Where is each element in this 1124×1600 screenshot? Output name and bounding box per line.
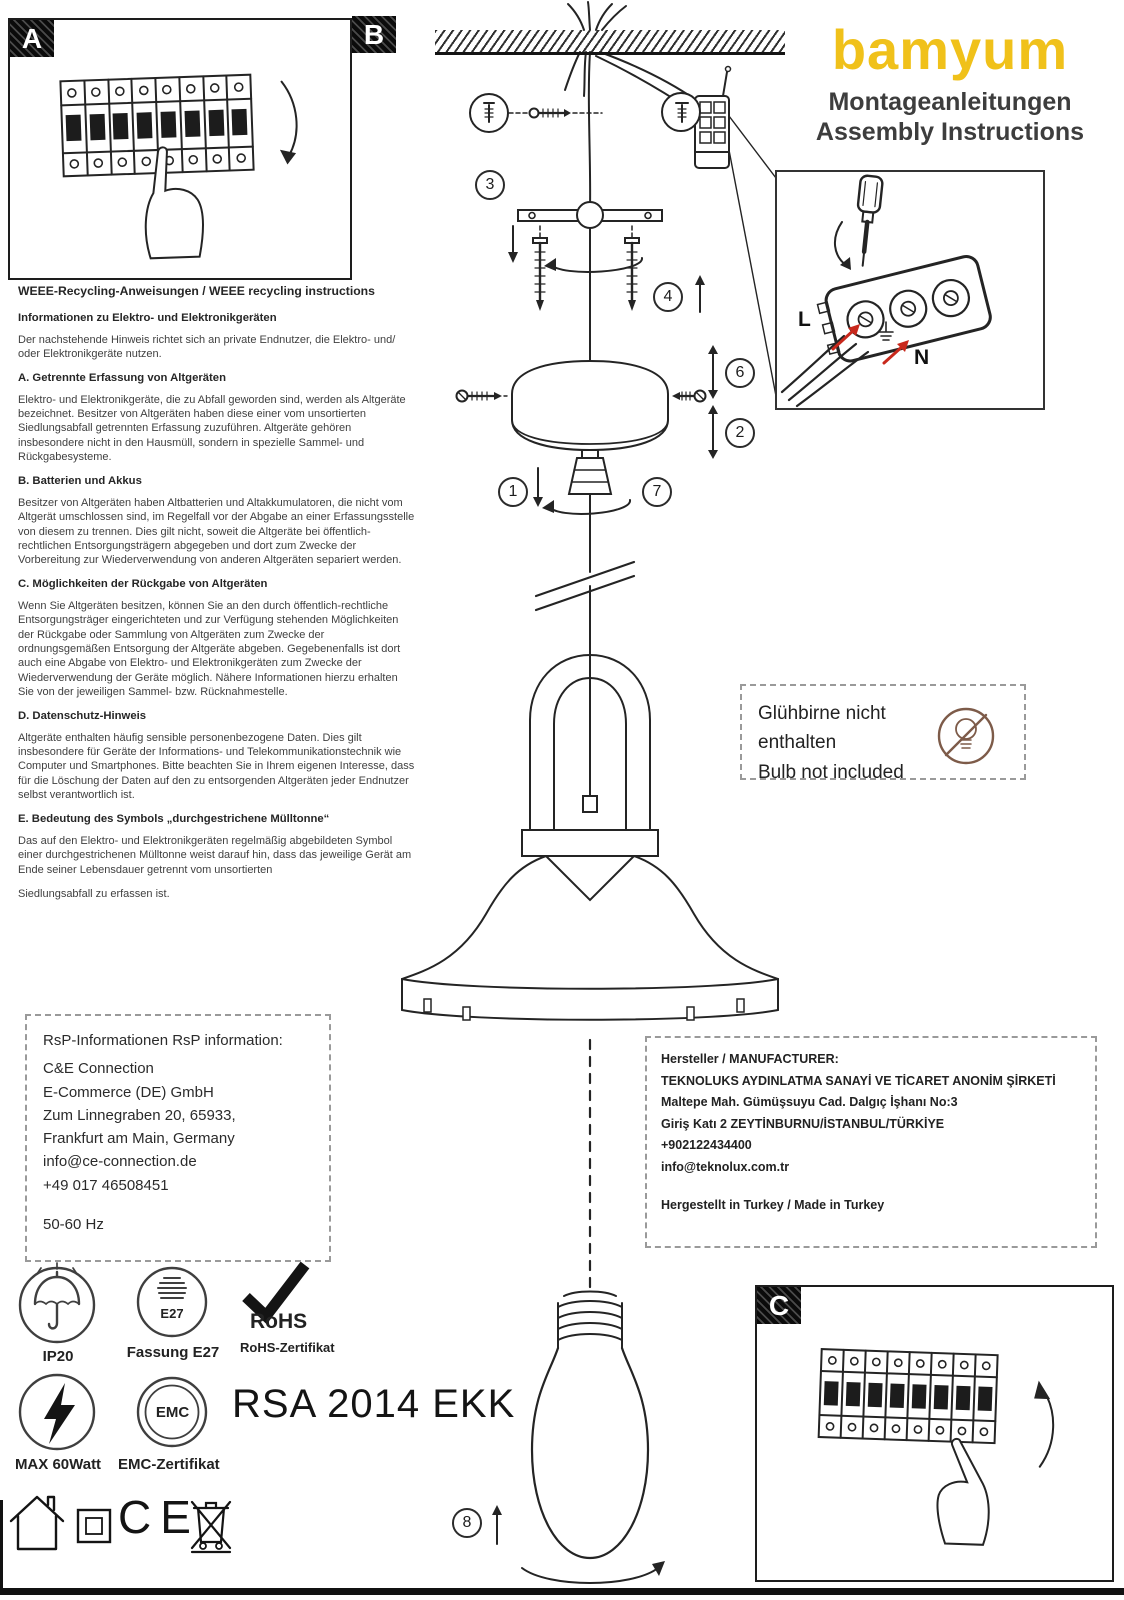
brand-logo: bamyum [831, 18, 1069, 81]
header-subtitle-en: Assembly Instructions [815, 117, 1085, 146]
cord-grip-icon [567, 449, 613, 495]
double-square-icon [76, 1508, 112, 1544]
e27-code-label: E27 [160, 1306, 184, 1321]
header-subtitle-de: Montageanleitungen [828, 88, 1072, 116]
mounting-bracket-icon [517, 201, 663, 229]
shade-handle-icon [521, 653, 659, 857]
manufacturer-line: TEKNOLUKS AYDINLATMA SANAYİ VE TİCARET A… [661, 1073, 1056, 1088]
breaker-panel-frame [755, 1285, 1114, 1582]
bulb-not-included-box: Glühbirne nicht enthalten Bulb not inclu… [740, 684, 1026, 783]
weee-intro-heading: Informationen zu Elektro- und Elektronik… [18, 311, 277, 324]
weee-heading-e: E. Bedeutung des Symbols „durchgestriche… [18, 813, 330, 826]
section-label-c: C [757, 1287, 801, 1324]
manufacturer-line: Giriş Katı 2 ZEYTİNBURNU/İSTANBUL/TÜRKİY… [661, 1116, 945, 1131]
weee-text-c: Wenn Sie Altgeräten besitzen, können Sie… [18, 600, 401, 698]
manufacturer-phone: +902122434400 [661, 1138, 752, 1152]
rohs-check-icon [242, 1261, 310, 1325]
emc-code-label: EMC [155, 1404, 190, 1421]
rsp-phone: +49 017 46508451 [43, 1176, 169, 1194]
section-label-b: B [352, 16, 396, 53]
step-2: 2 [725, 418, 755, 448]
screw-magnifier-icon [661, 92, 701, 132]
wire-label-n: N [914, 346, 930, 369]
weee-heading-b: B. Batterien und Akkus [18, 475, 142, 488]
mounting-screw-icon [532, 225, 548, 311]
page-left-border [0, 1500, 3, 1595]
max-watt-icon [18, 1373, 96, 1451]
rsp-frequency: 50-60 Hz [43, 1215, 104, 1233]
canopy-screw-icon [672, 389, 707, 403]
manufacturer-email: info@teknolux.com.tr [661, 1159, 790, 1174]
weee-heading-a: A. Getrennte Erfassung von Altgeräten [18, 372, 226, 385]
weee-heading-d: D. Datenschutz-Hinweis [18, 710, 147, 723]
page-bottom-border [0, 1588, 1124, 1595]
ceiling-canopy-icon [511, 359, 669, 452]
ip-rating-label: IP20 [42, 1348, 74, 1365]
max-watt-label: MAX 60Watt [14, 1456, 102, 1473]
weee-text-d: Altgeräte enthalten häufig sensible pers… [18, 731, 415, 802]
manufacturer-line: Maltepe Mah. Gümüşsuyu Cad. Dalgıç İşhan… [661, 1095, 958, 1109]
rsp-line: E-Commerce (DE) GmbH [43, 1083, 214, 1101]
rsp-line: Frankfurt am Main, Germany [43, 1130, 235, 1147]
model-number: RSA 2014 EKK [232, 1382, 516, 1426]
rohs-title: RoHS [250, 1310, 308, 1333]
rsp-line: C&E Connection [43, 1060, 154, 1078]
terminal-connector-icon [694, 65, 732, 169]
ceiling-hatch [435, 30, 785, 55]
wiring-detail-frame [775, 170, 1045, 410]
weee-text-column: WEEE-Recycling-Anweisungen / WEEE recycl… [18, 284, 416, 911]
manufacturer-title: Hersteller / MANUFACTURER: [661, 1052, 839, 1066]
rohs-cert-label: RoHS-Zertifikat [240, 1340, 335, 1355]
weee-title: WEEE-Recycling-Anweisungen / WEEE recycl… [18, 284, 375, 298]
step-1: 1 [498, 477, 528, 507]
made-in-label: Hergestellt in Turkey / Made in Turkey [661, 1198, 885, 1212]
rsp-title: RsP-Informationen RsP information: [43, 1032, 283, 1049]
weee-intro-text: Der nachstehende Hinweis richtet sich an… [18, 333, 396, 360]
rsp-line: Zum Linnegraben 20, 65933, [43, 1106, 236, 1124]
wire-label-l: L [798, 308, 811, 331]
weee-closing: Siedlungsabfall zu erfassen ist. [18, 887, 170, 900]
step-4: 4 [653, 282, 683, 312]
emc-cert-label: EMC-Zertifikat [118, 1456, 220, 1473]
step-3: 3 [475, 170, 505, 200]
rsp-email: info@ce-connection.de [43, 1153, 197, 1171]
weee-text-e: Das auf den Elektro- und Elektronikgerät… [18, 835, 412, 876]
weee-text-a: Elektro- und Elektronikgeräte, die zu Ab… [18, 393, 406, 463]
ce-mark: CE [118, 1491, 200, 1543]
light-bulb-icon [530, 1290, 650, 1560]
weee-heading-c: C. Möglichkeiten der Rückgabe von Altger… [18, 578, 268, 591]
canopy-screw-icon [455, 389, 511, 403]
socket-label: Fassung E27 [126, 1344, 220, 1361]
lamp-assembly-diagram [401, 1, 779, 1584]
mounting-screw-icon [624, 225, 640, 311]
manufacturer-box: Hersteller / MANUFACTURER: TEKNOLUKS AYD… [645, 1036, 1097, 1248]
step-8: 8 [452, 1508, 482, 1538]
house-icon [9, 1495, 65, 1551]
step-7: 7 [642, 477, 672, 507]
bulb-note-en: Bulb not included [758, 761, 904, 783]
weee-text-b: Besitzer von Altgeräten haben Altbatteri… [18, 496, 415, 567]
header: bamyum Montageanleitungen Assembly Instr… [800, 22, 1100, 147]
bulb-note-de: Glühbirne nicht enthalten [758, 703, 886, 754]
weee-panel-frame [8, 18, 352, 280]
e27-socket-icon [136, 1266, 208, 1338]
section-label-a: A [10, 20, 54, 57]
lamp-shade-icon [401, 855, 779, 1021]
ip20-icon [18, 1262, 96, 1344]
screw-magnifier-step3-icon [469, 93, 603, 133]
step-6: 6 [725, 358, 755, 388]
rsp-info-box: RsP-Informationen RsP information: C&E C… [25, 1014, 331, 1262]
